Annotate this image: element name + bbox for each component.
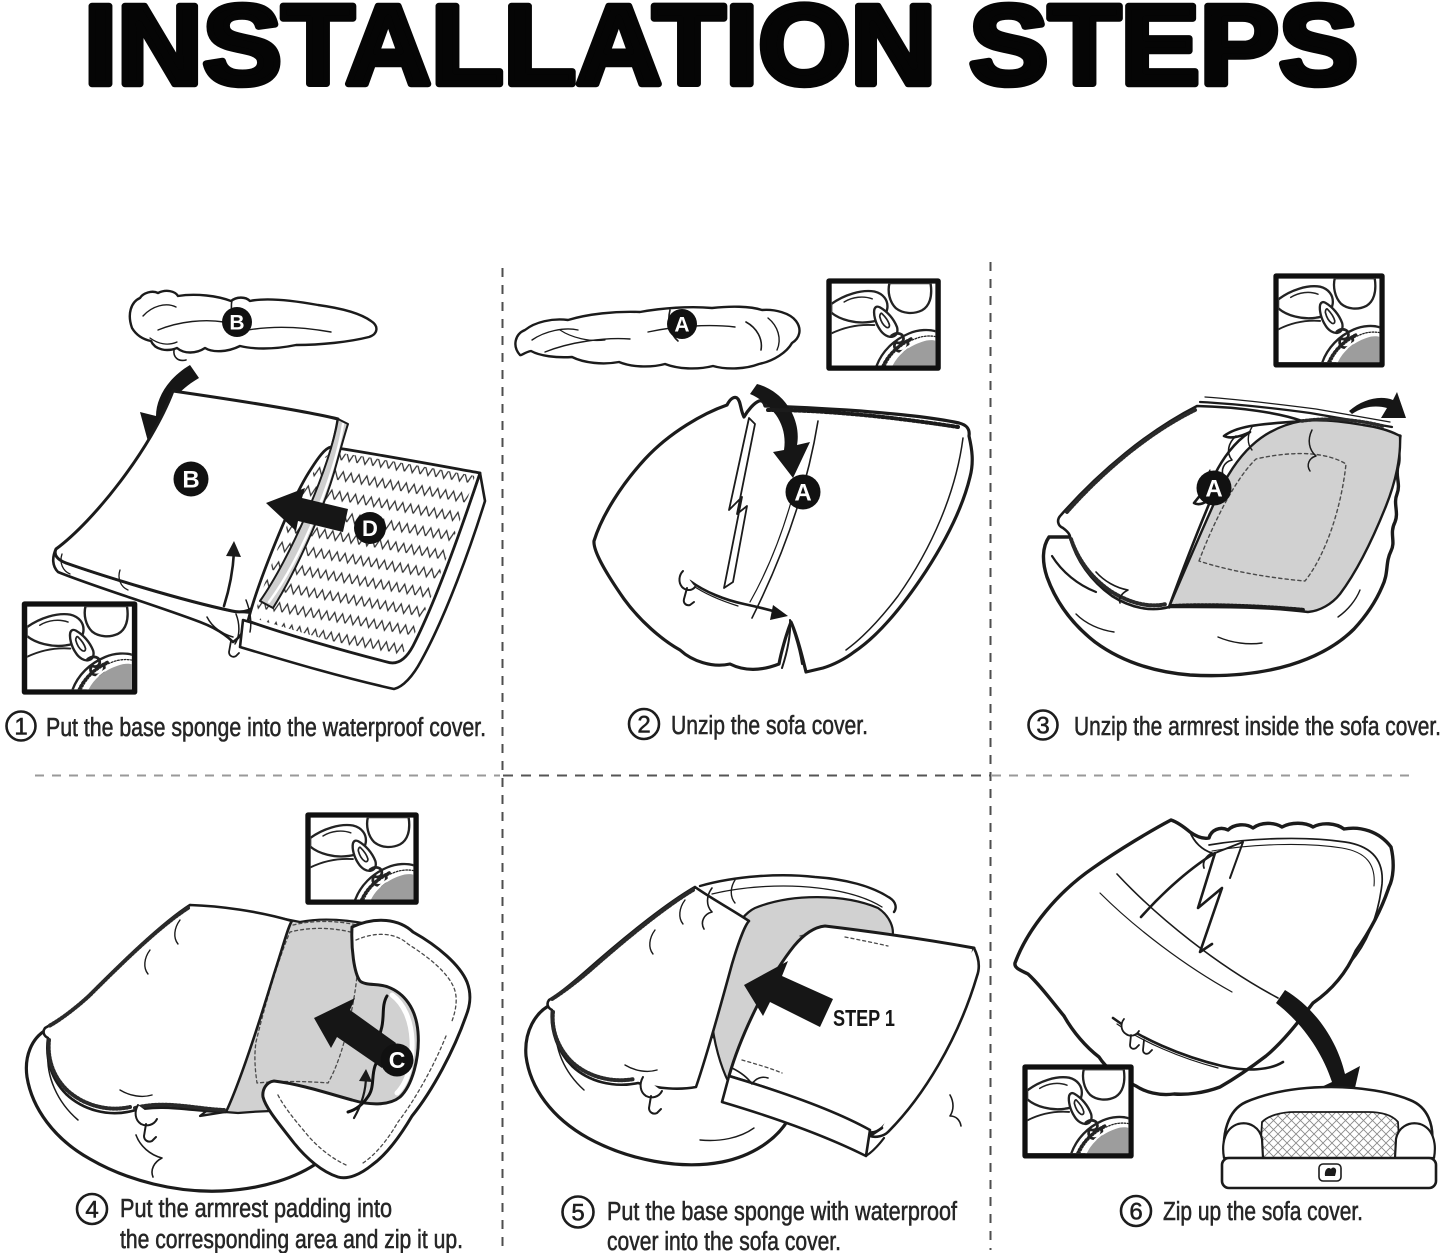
svg-text:Unzip the sofa cover.: Unzip the sofa cover. [671,712,868,740]
svg-text:6: 6 [1129,1199,1142,1226]
svg-text:A: A [794,480,811,507]
svg-text:C: C [389,1047,406,1073]
svg-text:Put the armrest padding into: Put the armrest padding into [120,1195,392,1223]
svg-text:5: 5 [571,1200,584,1227]
svg-text:A: A [1205,476,1222,503]
svg-text:cover into the sofa cover.: cover into the sofa cover. [607,1228,841,1253]
svg-text:Put the base sponge with water: Put the base sponge with waterproof [607,1198,958,1226]
svg-text:Unzip the armrest inside the s: Unzip the armrest inside the sofa cover. [1074,713,1441,741]
svg-text:STEP 1: STEP 1 [833,1005,895,1031]
svg-text:1: 1 [14,714,27,741]
svg-text:D: D [362,516,378,541]
svg-text:Put the base sponge into the w: Put the base sponge into the waterproof … [46,714,486,742]
svg-text:3: 3 [1036,713,1049,740]
svg-text:A: A [674,314,689,337]
svg-text:Zip up the sofa cover.: Zip up the sofa cover. [1163,1198,1363,1226]
svg-text:4: 4 [85,1197,98,1224]
svg-text:INSTALLATION STEPS: INSTALLATION STEPS [84,0,1358,108]
svg-text:B: B [229,312,244,335]
svg-text:2: 2 [637,712,650,739]
svg-text:B: B [182,467,199,494]
svg-text:the corresponding area and zip: the corresponding area and zip it up. [120,1226,463,1253]
